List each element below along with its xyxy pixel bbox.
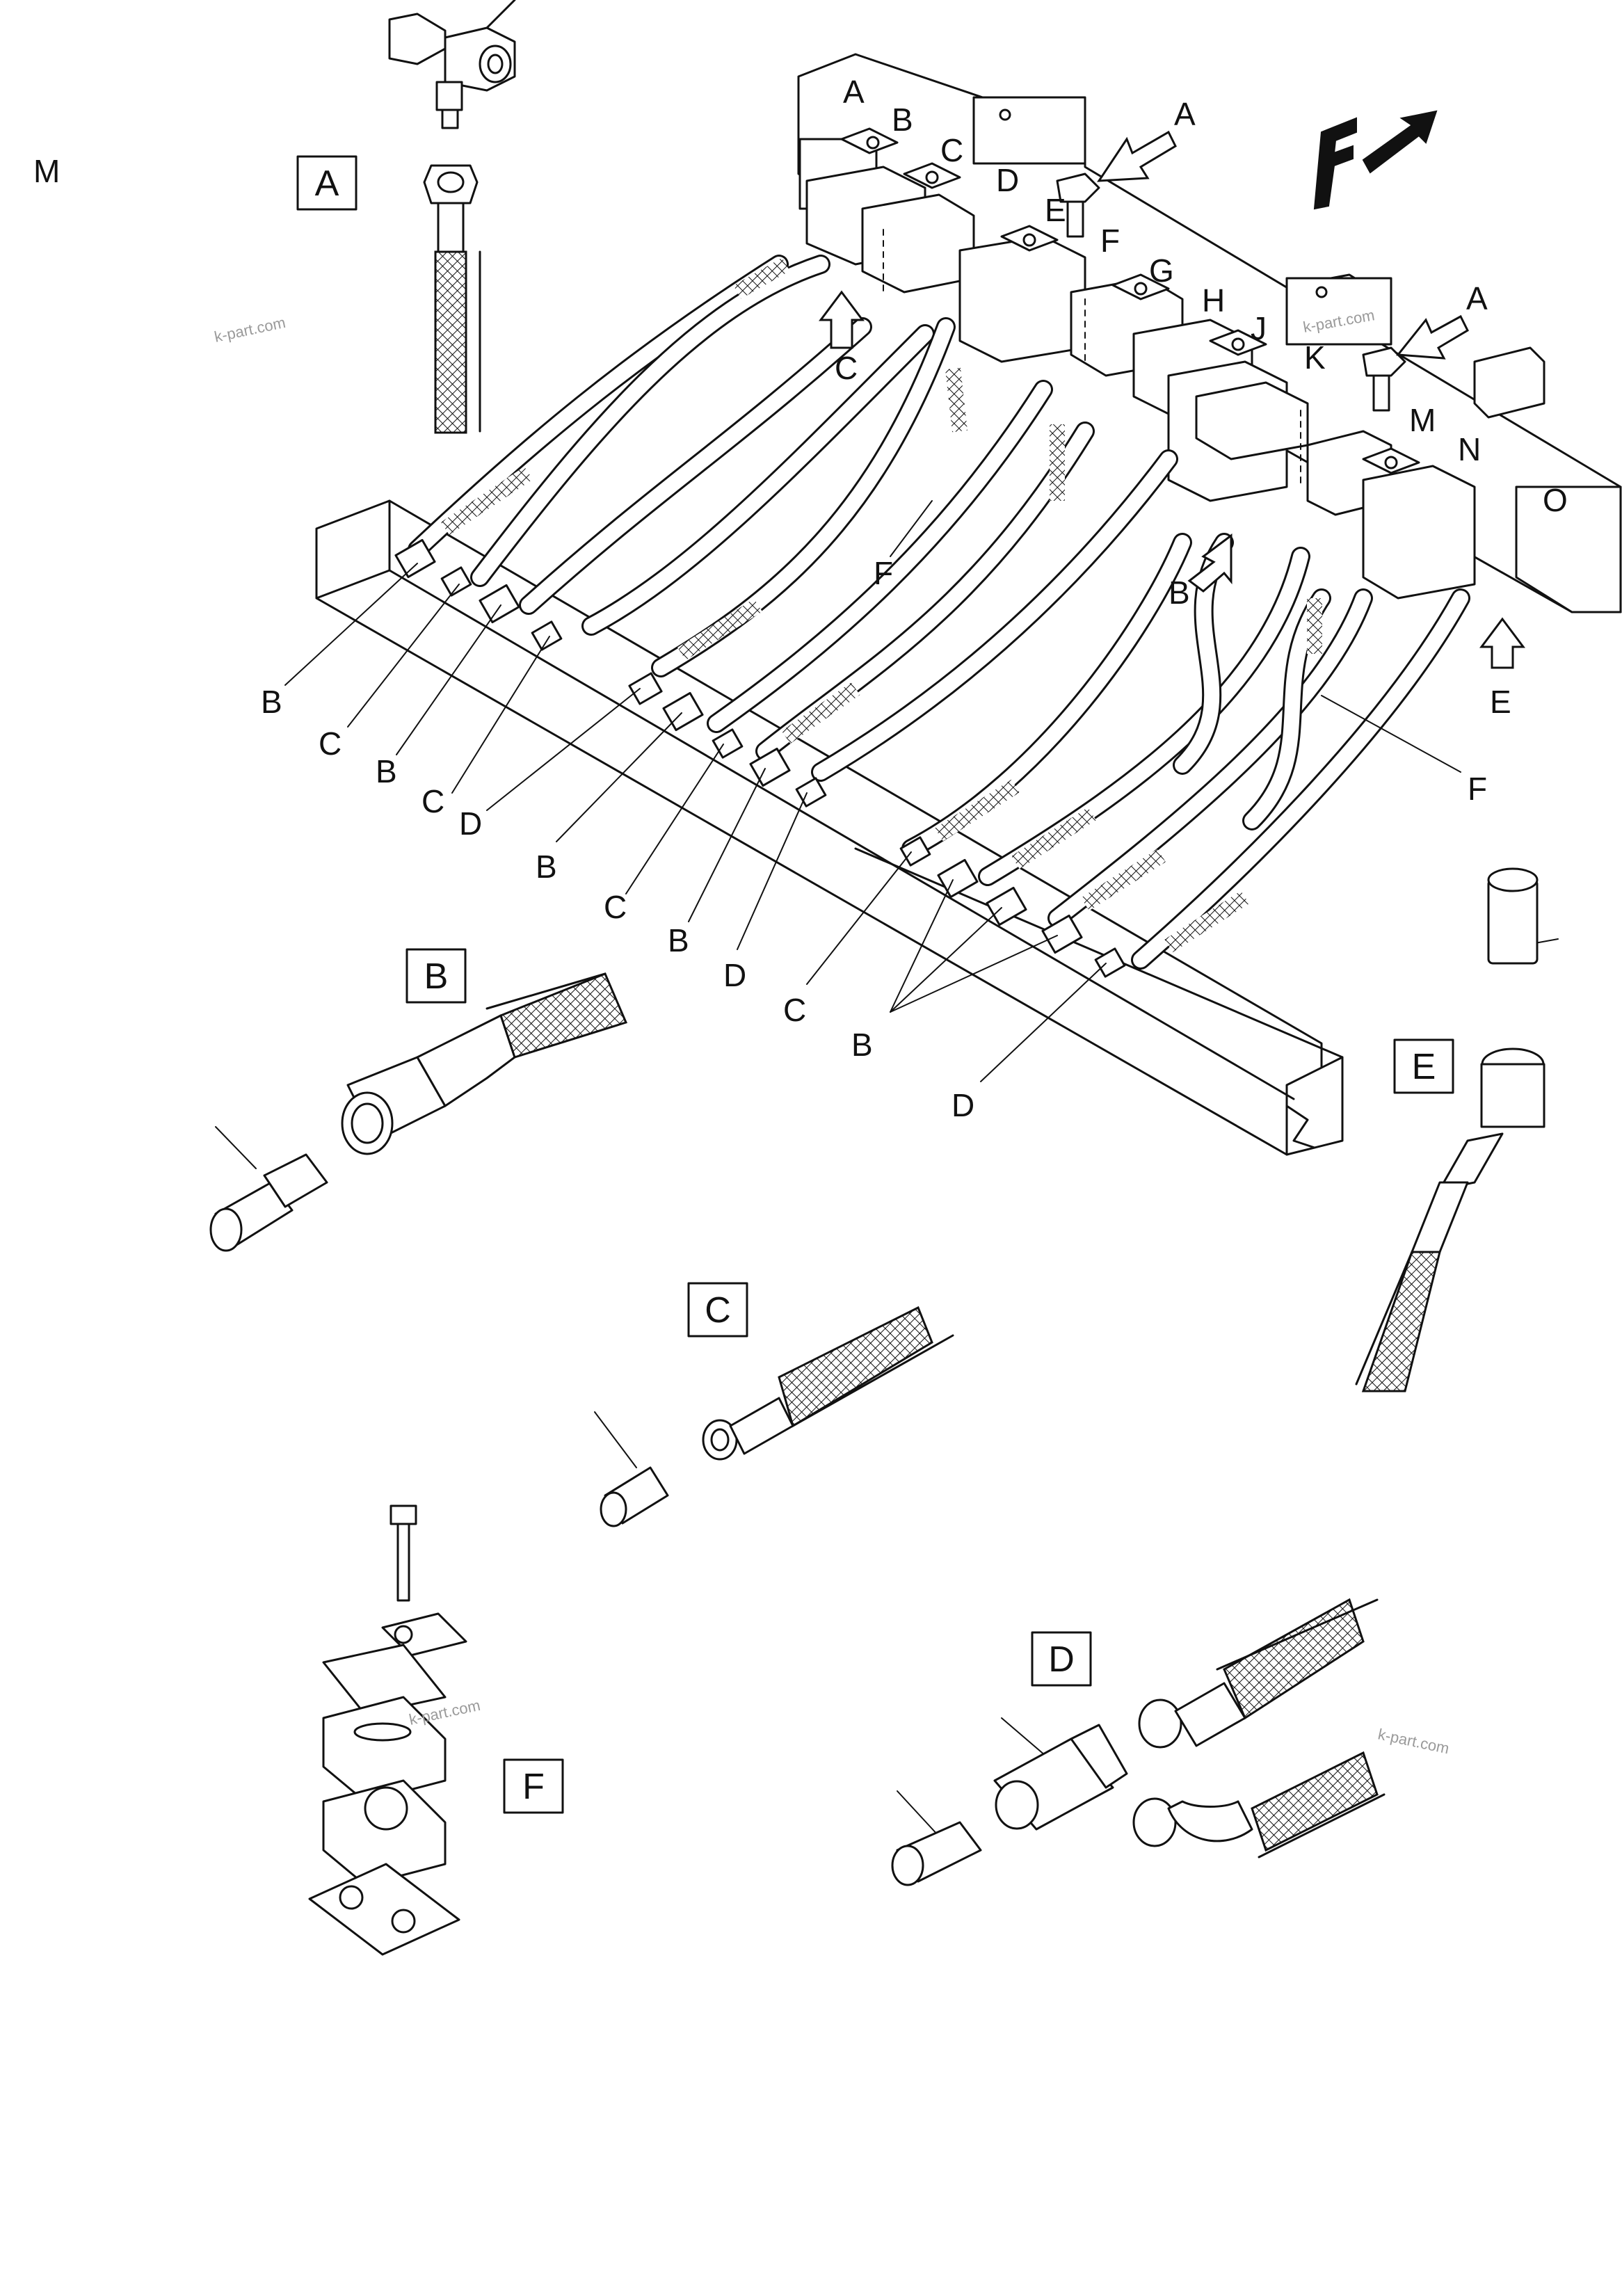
callout-c-2: C xyxy=(421,783,444,819)
detail-c-fitting xyxy=(594,1306,954,1527)
callout-c-1: C xyxy=(319,725,342,762)
block-label-k: K xyxy=(1304,339,1326,376)
callout-c-3: C xyxy=(604,889,627,925)
callout-leaders xyxy=(284,500,1461,1082)
view-arrow-b-label: B xyxy=(1169,575,1190,611)
valve-bank-frame xyxy=(315,53,1622,1156)
view-arrow-a-top xyxy=(1097,130,1177,182)
callout-d-1: D xyxy=(459,805,482,842)
block-label-d: D xyxy=(996,162,1019,198)
block-label-m: M xyxy=(1409,402,1436,438)
watermark-4: k-part.com xyxy=(1376,1725,1451,1757)
detail-box-b: B xyxy=(406,948,467,1004)
view-arrow-b xyxy=(1187,533,1232,593)
direction-mark-letter: F xyxy=(1316,205,1317,207)
callout-f-right: F xyxy=(1468,771,1487,807)
detail-box-a: A xyxy=(296,155,358,211)
bottom-callouts: B C B C D B C B D C B D F F xyxy=(261,555,1487,1123)
block-label-n: N xyxy=(1458,431,1481,467)
block-label-c: C xyxy=(940,132,963,168)
callout-b-1: B xyxy=(261,684,282,720)
callout-b-3: B xyxy=(536,849,557,885)
detail-d-tee xyxy=(891,1598,1386,1886)
detail-box-f-label: F xyxy=(522,1767,545,1807)
callout-b-2: B xyxy=(376,753,397,789)
view-arrow-c-label: C xyxy=(835,350,858,386)
block-labels: A B C D E F G H J K M N O xyxy=(843,74,1568,518)
view-arrow-c xyxy=(819,290,865,349)
corner-label: M xyxy=(33,153,60,189)
callout-b-group: B xyxy=(851,1027,873,1063)
direction-mark xyxy=(1313,110,1438,210)
block-label-b: B xyxy=(892,102,913,138)
detail-box-f: F xyxy=(503,1758,564,1814)
block-label-a: A xyxy=(843,74,865,110)
detail-box-c-label: C xyxy=(705,1290,731,1331)
callout-f-mid: F xyxy=(874,555,893,591)
hose-bundle xyxy=(408,255,1470,970)
view-arrow-e-label: E xyxy=(1490,684,1511,720)
detail-box-b-label: B xyxy=(424,956,449,997)
detail-f-clamp xyxy=(308,1504,467,1956)
callout-d-2: D xyxy=(723,957,746,993)
block-label-e: E xyxy=(1045,192,1066,228)
detail-b-fitting xyxy=(209,972,628,1252)
view-arrow-a-top-label: A xyxy=(1174,96,1196,132)
callout-b-4: B xyxy=(668,922,689,958)
block-label-h: H xyxy=(1202,282,1225,319)
callout-c-4: C xyxy=(783,992,806,1028)
block-label-f: F xyxy=(1100,223,1120,259)
view-arrow-a-right xyxy=(1396,314,1469,360)
view-arrow-a-right-label: A xyxy=(1466,280,1488,316)
detail-box-d: D xyxy=(1031,1631,1092,1687)
detail-box-c: C xyxy=(687,1282,748,1338)
detail-box-a-label: A xyxy=(315,163,339,204)
callout-d-3: D xyxy=(951,1087,974,1123)
block-label-g: G xyxy=(1149,252,1174,289)
view-arrows: A A C B E xyxy=(819,96,1525,720)
detail-e-fitting xyxy=(1355,867,1559,1392)
detail-box-e-label: E xyxy=(1412,1047,1436,1087)
view-arrow-e xyxy=(1479,617,1525,669)
detail-box-e: E xyxy=(1393,1038,1454,1094)
block-label-j: J xyxy=(1251,310,1267,346)
detail-box-d-label: D xyxy=(1048,1639,1075,1680)
block-label-o: O xyxy=(1543,482,1568,518)
detail-a-fitting xyxy=(388,0,516,434)
watermark-1: k-part.com xyxy=(213,314,287,346)
